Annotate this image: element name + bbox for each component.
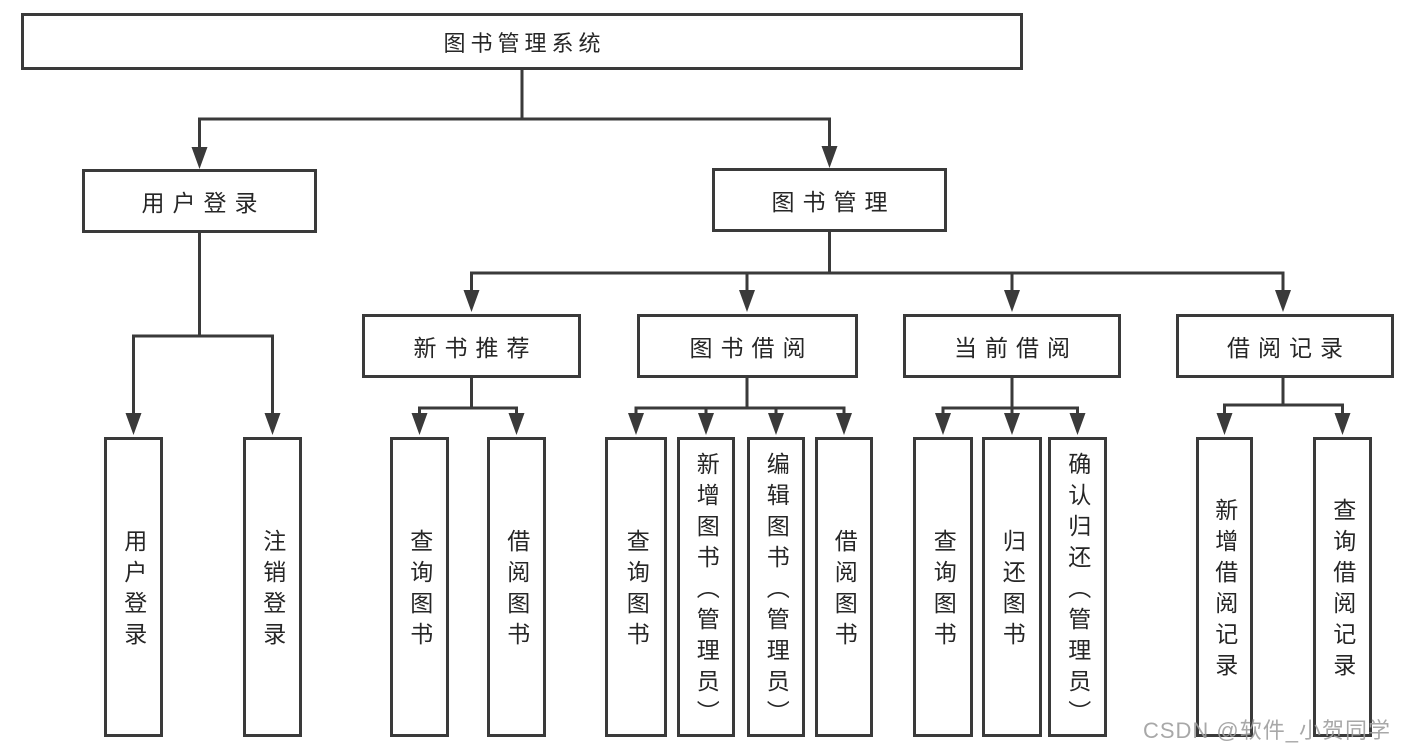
node-current-borrowing: 当前借阅: [903, 314, 1121, 378]
leaf-query-borrow-record-label: 查询借阅记录: [1329, 498, 1356, 684]
watermark: CSDN @软件_小贺同学: [1142, 718, 1391, 743]
node-root-system: 图书管理系统: [21, 13, 1023, 70]
leaf-borrow-books-borrowing-label: 借阅图书: [831, 529, 858, 653]
node-user-login: 用户登录: [82, 169, 317, 233]
node-new-book-recommend: 新书推荐: [362, 314, 581, 378]
leaf-user-login-label: 用户登录: [120, 529, 147, 653]
node-borrow-records-label: 借阅记录: [1227, 335, 1351, 361]
node-book-management: 图书管理: [712, 168, 947, 232]
leaf-user-login: 用户登录: [104, 437, 163, 737]
leaf-query-books-recommend: 查询图书: [390, 437, 449, 737]
leaf-confirm-return-admin-label: 确认归还（管理员）: [1064, 451, 1091, 731]
node-book-borrowing-label: 图书借阅: [689, 335, 814, 361]
leaf-borrow-books-borrowing: 借阅图书: [815, 437, 873, 737]
leaf-add-book-admin: 新增图书（管理员）: [677, 437, 735, 737]
leaf-borrow-books-recommend-label: 借阅图书: [503, 529, 530, 653]
leaf-query-books-recommend-label: 查询图书: [406, 529, 433, 653]
leaf-query-borrow-record: 查询借阅记录: [1313, 437, 1372, 737]
leaf-add-borrow-record-label: 新增借阅记录: [1211, 498, 1238, 684]
node-new-book-recommend-label: 新书推荐: [413, 335, 538, 361]
leaf-add-borrow-record: 新增借阅记录: [1196, 437, 1253, 737]
node-user-login-label: 用户登录: [141, 190, 266, 216]
node-book-management-label: 图书管理: [771, 189, 896, 215]
leaf-edit-book-admin: 编辑图书（管理员）: [747, 437, 805, 737]
node-borrow-records: 借阅记录: [1176, 314, 1394, 378]
leaf-edit-book-admin-label: 编辑图书（管理员）: [763, 451, 790, 731]
leaf-query-books-current-label: 查询图书: [930, 529, 957, 653]
leaf-logout: 注销登录: [243, 437, 302, 737]
node-book-borrowing: 图书借阅: [637, 314, 858, 378]
leaf-return-book-label: 归还图书: [999, 529, 1026, 653]
node-current-borrowing-label: 当前借阅: [954, 335, 1078, 361]
leaf-logout-label: 注销登录: [259, 529, 286, 653]
node-root-system-label: 图书管理系统: [443, 30, 606, 56]
leaf-borrow-books-recommend: 借阅图书: [487, 437, 546, 737]
leaf-query-books-borrowing-label: 查询图书: [623, 529, 650, 653]
leaf-query-books-borrowing: 查询图书: [605, 437, 667, 737]
leaf-confirm-return-admin: 确认归还（管理员）: [1048, 437, 1107, 737]
leaf-return-book: 归还图书: [982, 437, 1042, 737]
leaf-query-books-current: 查询图书: [913, 437, 973, 737]
leaf-add-book-admin-label: 新增图书（管理员）: [693, 451, 720, 731]
